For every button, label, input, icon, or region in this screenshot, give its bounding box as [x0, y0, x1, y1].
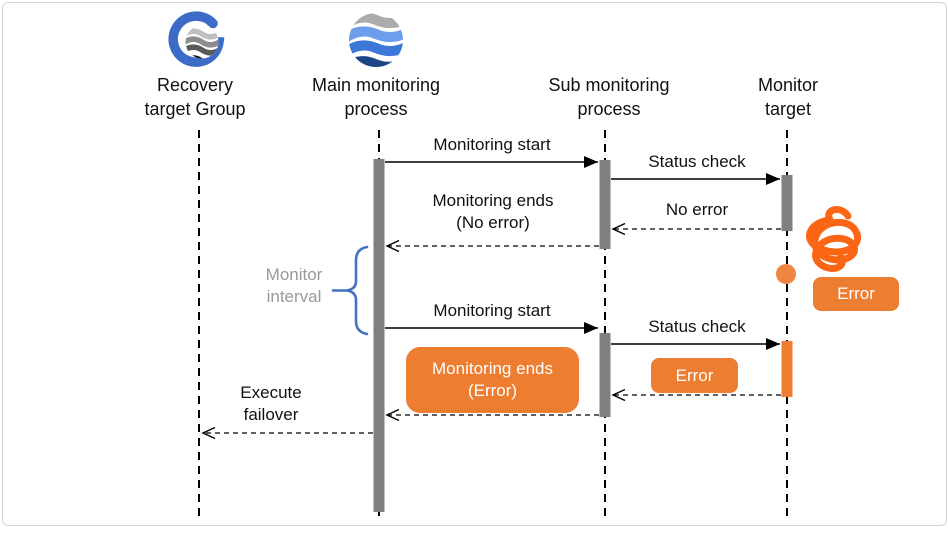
actor-label-recovery-target-group: Recovery target Group: [144, 75, 246, 119]
message-monitoring-start-1: Monitoring start: [433, 135, 551, 154]
diagram-drawing-layer: [168, 11, 861, 516]
message-no-error: No error: [665, 200, 729, 219]
wave-globe-logo-icon: [349, 13, 403, 67]
message-monitoring-start-2: Monitoring start: [433, 301, 551, 320]
message-status-check-2: Status check: [648, 317, 746, 336]
activation-bar-sub-1: [599, 160, 611, 249]
message-monitor-interval: Monitor interval: [265, 265, 323, 306]
activation-bar-monitor-2-error: [781, 341, 793, 397]
activation-bar-sub-2: [599, 333, 611, 417]
monitoring-ends-error-badge: Monitoring ends (Error): [406, 347, 579, 413]
error-dot: [776, 264, 796, 284]
message-monitoring-ends-no-error: Monitoring ends (No error): [432, 191, 554, 232]
g-waves-logo-icon: [168, 11, 225, 67]
actor-label-sub-monitoring-process: Sub monitoring process: [548, 75, 670, 119]
message-status-check-1: Status check: [648, 152, 746, 171]
error-callout-badge: Error: [813, 277, 899, 311]
activation-bar-monitor-1: [781, 175, 793, 231]
actor-label-monitor-target: Monitor target: [757, 75, 819, 119]
activation-bar-main: [373, 159, 385, 512]
message-execute-failover: Execute failover: [240, 383, 302, 424]
actor-label-main-monitoring-process: Main monitoring process: [311, 75, 441, 119]
error-scribble-icon: [806, 206, 861, 272]
monitor-interval-brace: [331, 245, 369, 336]
error-return-badge: Error: [651, 358, 738, 393]
